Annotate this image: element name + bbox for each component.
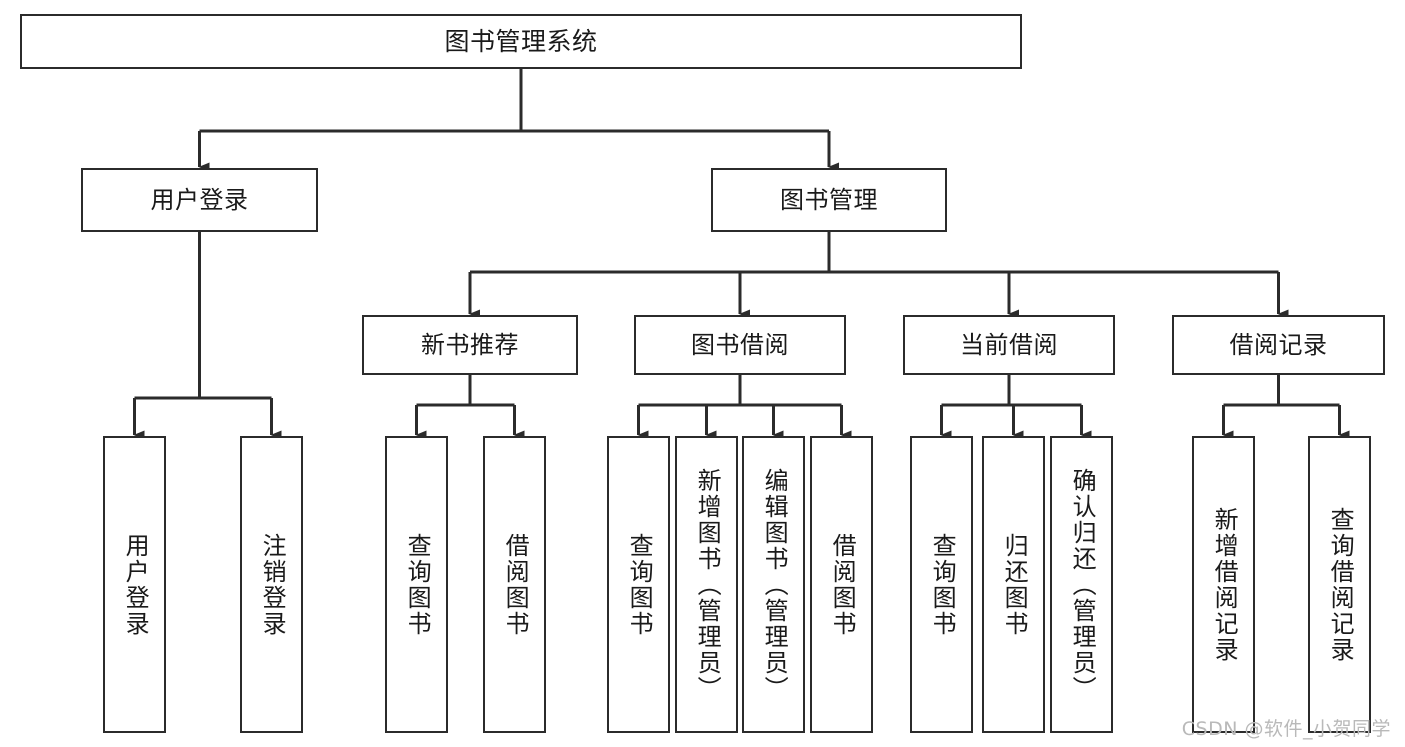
- node-leaf-new-2[interactable]: 借阅图书: [483, 436, 546, 733]
- node-leaf-login-1[interactable]: 用户登录: [103, 436, 166, 733]
- node-label-leaf-login-2: 注销登录: [258, 532, 287, 637]
- node-leaf-bor-1[interactable]: 查询图书: [607, 436, 670, 733]
- node-leaf-cur-2[interactable]: 归还图书: [982, 436, 1045, 733]
- node-label-newbook: 新书推荐: [421, 330, 519, 359]
- node-label-leaf-new-2: 借阅图书: [501, 532, 530, 637]
- node-label-leaf-rec-2: 查询借阅记录: [1326, 506, 1355, 663]
- node-borrow[interactable]: 图书借阅: [634, 315, 846, 375]
- node-label-records: 借阅记录: [1229, 330, 1328, 359]
- node-leaf-cur-1[interactable]: 查询图书: [910, 436, 973, 733]
- node-label-bookmgmt: 图书管理: [780, 185, 878, 214]
- node-label-leaf-cur-2: 归还图书: [1000, 532, 1029, 637]
- node-leaf-cur-3[interactable]: 确认归还（管理员）: [1050, 436, 1113, 733]
- node-label-leaf-rec-1: 新增借阅记录: [1210, 506, 1239, 663]
- node-label-leaf-login-1: 用户登录: [121, 532, 150, 637]
- node-root[interactable]: 图书管理系统: [20, 14, 1022, 69]
- node-leaf-bor-3[interactable]: 编辑图书（管理员）: [742, 436, 805, 733]
- node-label-leaf-bor-4: 借阅图书: [828, 532, 857, 637]
- connector-paths: [133, 69, 1350, 440]
- node-label-leaf-cur-1: 查询图书: [928, 532, 957, 637]
- node-newbook[interactable]: 新书推荐: [362, 315, 578, 375]
- node-label-leaf-bor-1: 查询图书: [625, 532, 654, 637]
- node-leaf-new-1[interactable]: 查询图书: [385, 436, 448, 733]
- node-leaf-rec-1[interactable]: 新增借阅记录: [1192, 436, 1255, 733]
- node-leaf-login-2[interactable]: 注销登录: [240, 436, 303, 733]
- node-label-borrow: 图书借阅: [691, 330, 789, 359]
- node-label-leaf-bor-2: 新增图书（管理员）: [693, 467, 722, 702]
- node-label-login: 用户登录: [150, 185, 249, 214]
- node-login[interactable]: 用户登录: [81, 168, 318, 232]
- node-current[interactable]: 当前借阅: [903, 315, 1115, 375]
- node-label-current: 当前借阅: [960, 330, 1058, 359]
- node-leaf-bor-2[interactable]: 新增图书（管理员）: [675, 436, 738, 733]
- watermark-label: CSDN @软件_小贺同学: [1181, 718, 1391, 740]
- node-leaf-bor-4[interactable]: 借阅图书: [810, 436, 873, 733]
- node-records[interactable]: 借阅记录: [1172, 315, 1385, 375]
- node-bookmgmt[interactable]: 图书管理: [711, 168, 947, 232]
- node-label-leaf-bor-3: 编辑图书（管理员）: [760, 467, 789, 702]
- node-leaf-rec-2[interactable]: 查询借阅记录: [1308, 436, 1371, 733]
- node-label-leaf-new-1: 查询图书: [403, 532, 432, 637]
- node-label-root: 图书管理系统: [444, 26, 598, 56]
- node-label-leaf-cur-3: 确认归还（管理员）: [1068, 467, 1097, 702]
